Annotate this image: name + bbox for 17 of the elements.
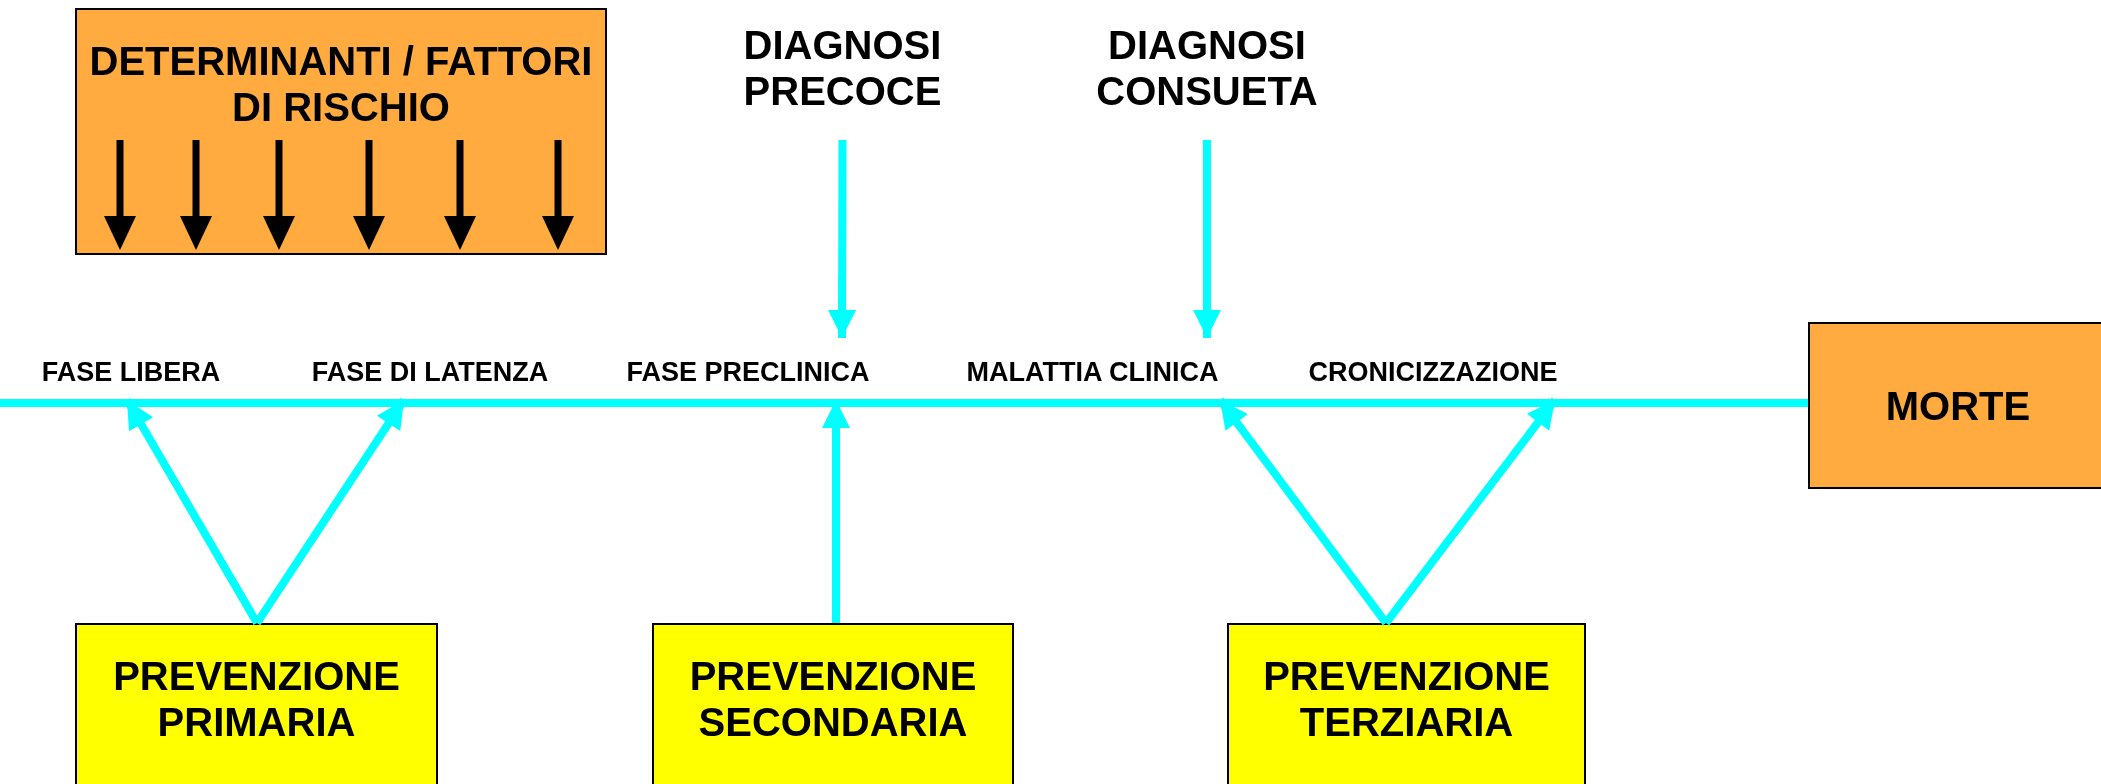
phase-label: FASE LIBERA (20, 338, 242, 400)
prevention-box (75, 623, 438, 784)
risk-factor-box (75, 8, 607, 255)
diagnosis-label: DIAGNOSI PRECOCE (735, 22, 950, 140)
prevention-box (652, 623, 1014, 784)
outcome-box (1808, 322, 2101, 489)
box-title: MORTE (1885, 382, 2031, 429)
phase-label: CRONICIZZAZIONE (1282, 338, 1584, 400)
phase-label: FASE DI LATENZA (285, 338, 575, 400)
phase-label: FASE PRECLINICA (600, 338, 896, 400)
box-title: PREVENZIONE TERZIARIA (1262, 653, 1551, 745)
box-title: PREVENZIONE SECONDARIA (688, 653, 978, 745)
diagnosis-label: DIAGNOSI CONSUETA (1092, 22, 1322, 140)
prevention-box (1227, 623, 1586, 784)
box-title: PREVENZIONE PRIMARIA (112, 653, 401, 745)
phase-label: MALATTIA CLINICA (940, 338, 1245, 400)
box-title: DETERMINANTI / FATTORI DI RISCHIO (88, 38, 594, 130)
